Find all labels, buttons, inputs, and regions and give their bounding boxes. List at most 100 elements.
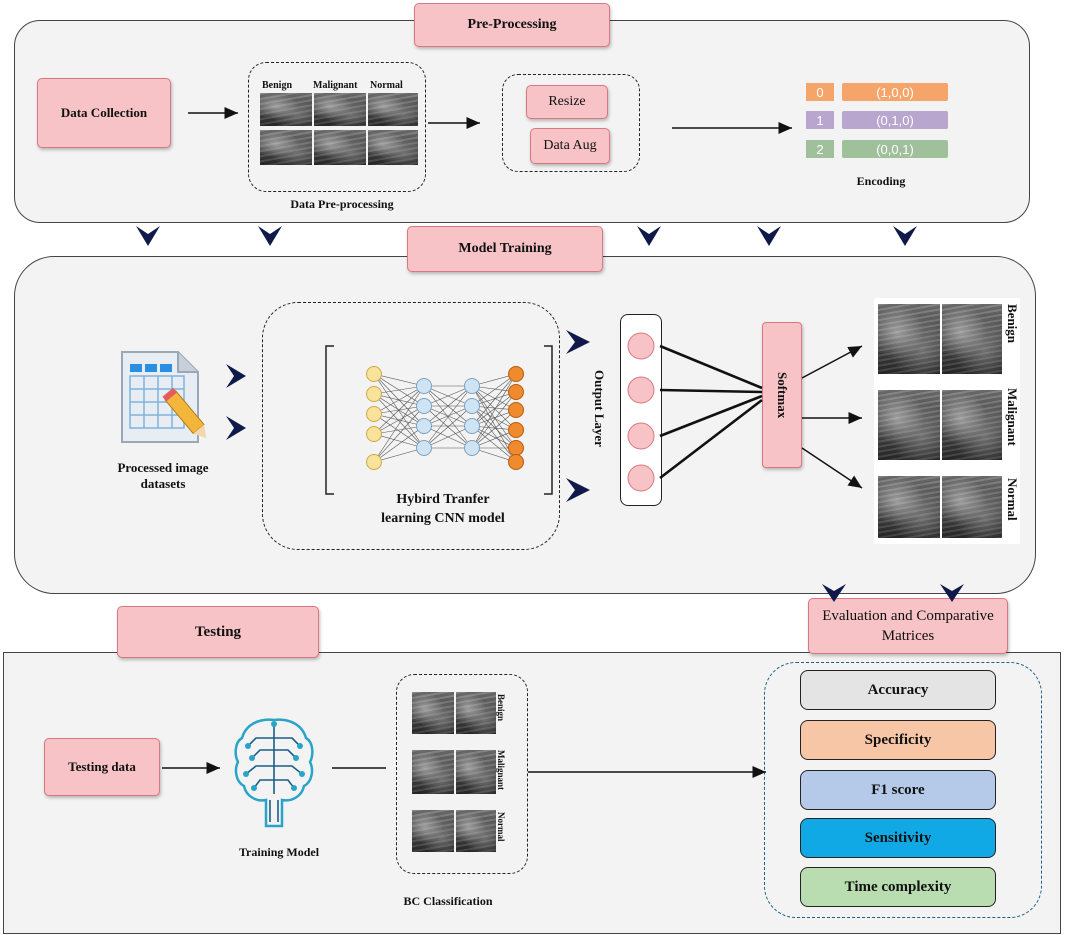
sample-image (260, 93, 312, 126)
malignant-image (878, 390, 940, 460)
normal-image (456, 810, 496, 852)
normal-image (878, 476, 940, 538)
nn-edge (423, 405, 473, 449)
nn-node (464, 418, 480, 434)
dataset-icon (121, 351, 207, 443)
nn-edge (471, 409, 517, 449)
encoding-row: 1 (0,1,0) (806, 111, 956, 129)
encoding-index: 0 (806, 83, 834, 101)
nn-edge (471, 385, 517, 449)
bc-label-benign: Benign (496, 694, 506, 722)
encoding-value: (0,1,0) (842, 111, 948, 129)
resize-box: Resize (526, 85, 608, 119)
nn-edge (423, 385, 473, 449)
encoding-value: (0,0,1) (842, 140, 948, 158)
nn-edge (471, 405, 517, 463)
nn-node (508, 366, 524, 382)
nn-node (508, 384, 524, 400)
nn-edge (373, 425, 425, 435)
class-label-malignant: Malignant (1005, 388, 1020, 446)
metric-specificity: Specificity (800, 720, 996, 760)
bc-classification-group (396, 674, 528, 874)
nn-node (464, 378, 480, 394)
metric-time-complexity: Time complexity (800, 867, 996, 907)
cnn-model-group (262, 302, 560, 550)
output-layer-label: Output Layer (592, 370, 607, 447)
benign-image (942, 304, 1002, 374)
nn-node (416, 378, 432, 394)
augmentation-group (502, 74, 640, 172)
class-label-normal: Normal (1005, 478, 1020, 521)
nn-edge (423, 385, 473, 427)
encoding-index: 1 (806, 111, 834, 129)
softmax-box: Softmax (762, 322, 802, 468)
nn-node (508, 440, 524, 456)
malignant-image (942, 390, 1002, 460)
nn-node (366, 454, 382, 470)
encoding-index: 2 (806, 140, 834, 158)
brain-icon (234, 718, 314, 828)
nn-edge (423, 425, 473, 449)
malignant-image (456, 750, 496, 794)
nn-node (416, 418, 432, 434)
class-label-benign: Benign (1005, 304, 1020, 344)
nn-edge (373, 373, 425, 387)
nn-node (416, 440, 432, 456)
chevron-down-icon (136, 226, 160, 246)
nn-node (366, 386, 382, 402)
output-nodes (627, 332, 655, 492)
model-training-title: Model Training (407, 226, 603, 272)
metrics-group (764, 662, 1042, 918)
sample-image (314, 93, 366, 126)
softmax-label: Softmax (775, 371, 790, 419)
sample-label-malignant: Malignant (313, 80, 358, 91)
sample-image (368, 130, 418, 165)
sample-image (368, 93, 418, 126)
data-preprocessing-label: Data Pre-processing (290, 197, 394, 211)
nn-edge (373, 405, 425, 463)
dataset-label: Processed image datasets (117, 460, 209, 491)
chevron-down-icon (757, 226, 781, 246)
nn-edge (373, 385, 425, 463)
encoding-row: 0 (1,0,0) (806, 83, 956, 101)
normal-image (412, 810, 454, 852)
nn-edge (373, 413, 425, 449)
nn-edge (471, 391, 517, 449)
testing-data-box: Testing data (44, 738, 160, 796)
nn-edge (471, 373, 517, 407)
chevron-down-icon (893, 226, 917, 246)
sample-label-benign: Benign (262, 80, 293, 91)
benign-image (878, 304, 940, 374)
nn-edge (471, 385, 517, 411)
metric-sensitivity: Sensitivity (800, 818, 996, 858)
nn-edge (471, 405, 517, 449)
neural-network-graphic (325, 345, 553, 495)
encoding-label: Encoding (856, 174, 906, 188)
sample-label-normal: Normal (370, 80, 403, 91)
sample-image (260, 130, 312, 165)
nn-node (366, 406, 382, 422)
nn-edge (471, 373, 517, 449)
benign-image (456, 692, 496, 734)
chevron-down-icon (637, 226, 661, 246)
nn-edge (373, 433, 425, 449)
preprocessing-title: Pre-Processing (414, 3, 610, 47)
data-preprocessing-group (248, 62, 426, 192)
data-collection-box: Data Collection (37, 78, 171, 148)
nn-edge (373, 425, 425, 463)
nn-edge (423, 405, 473, 427)
evaluation-title: Evaluation and Comparative Matrices (808, 598, 1008, 654)
data-aug-box: Data Aug (530, 128, 610, 164)
nn-node (366, 426, 382, 442)
nn-node (416, 398, 432, 414)
testing-title: Testing (117, 606, 319, 658)
nn-edge (471, 425, 517, 463)
nn-node (464, 440, 480, 456)
nn-edge (373, 393, 425, 449)
nn-edge (373, 385, 425, 435)
malignant-image (412, 750, 454, 794)
nn-edge (373, 385, 425, 415)
nn-edge (471, 391, 517, 427)
nn-node (508, 422, 524, 438)
encoding-row: 2 (0,0,1) (806, 140, 956, 158)
